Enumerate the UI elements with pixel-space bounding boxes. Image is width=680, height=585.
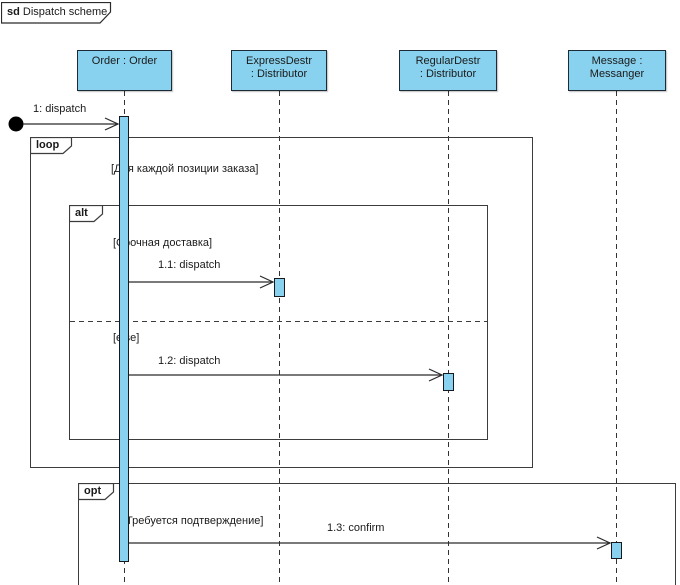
lifeline-label: Messanger xyxy=(589,68,645,80)
lifeline-label: ExpressDestr xyxy=(245,55,313,67)
lifeline-label: : Distributor xyxy=(250,68,308,80)
lifeline-label: Message : xyxy=(591,55,643,67)
message-label-confirm-1-3: 1.3: confirm xyxy=(327,522,385,534)
message-label-dispatch-1-2: 1.2: dispatch xyxy=(158,355,221,367)
opt-guard: [Требуется подтверждение] xyxy=(123,515,264,527)
fragment-opt-tab: opt xyxy=(77,482,116,504)
fragment-operator: opt xyxy=(84,485,102,497)
fragment-alt-tab: alt xyxy=(68,204,105,226)
alt-tab-shape xyxy=(68,204,104,223)
found-message-icon xyxy=(8,116,24,132)
fragment-operator: alt xyxy=(75,207,88,219)
message-arrow-dispatch-1 xyxy=(23,117,120,131)
alt-guard-urgent: [Срочная доставка] xyxy=(113,237,213,249)
lifeline-regular-destr xyxy=(448,91,449,585)
fragment-opt: opt [Требуется подтверждение] xyxy=(77,482,676,585)
frame-title: sd Dispatch scheme xyxy=(7,6,107,18)
activation-regular-destr xyxy=(443,373,454,391)
activation-message xyxy=(611,542,622,559)
lifeline-head-message: Message : Messanger xyxy=(568,50,666,91)
lifeline-label: : Distributor xyxy=(419,68,477,80)
frame-keyword: sd xyxy=(7,6,20,18)
lifeline-head-order: Order : Order xyxy=(77,50,172,91)
fragment-alt: alt [Срочная доставка] [else] xyxy=(68,204,488,440)
fragment-loop: loop [Для каждой позиции заказа] xyxy=(29,136,533,468)
opt-tab-shape xyxy=(77,482,115,501)
lifeline-label: Order : Order xyxy=(91,55,158,67)
activation-express-destr xyxy=(274,278,285,297)
loop-tab-shape xyxy=(29,136,73,155)
lifeline-message xyxy=(616,91,617,585)
message-label-dispatch-1: 1: dispatch xyxy=(33,103,87,115)
frame-title-tab: sd Dispatch scheme xyxy=(0,1,117,24)
lifeline-head-regular-destr: RegularDestr : Distributor xyxy=(399,50,497,91)
frame-title-text: Dispatch scheme xyxy=(22,6,108,18)
alt-divider xyxy=(70,321,487,322)
lifeline-label: RegularDestr xyxy=(415,55,481,67)
loop-guard: [Для каждой позиции заказа] xyxy=(111,163,259,175)
message-label-dispatch-1-1: 1.1: dispatch xyxy=(158,259,221,271)
activation-order xyxy=(119,116,129,562)
frame-tab-shape xyxy=(0,1,112,24)
fragment-operator: loop xyxy=(36,139,60,151)
fragment-loop-tab: loop xyxy=(29,136,74,158)
lifeline-express-destr xyxy=(279,91,280,585)
lifeline-head-express-destr: ExpressDestr : Distributor xyxy=(231,50,327,91)
